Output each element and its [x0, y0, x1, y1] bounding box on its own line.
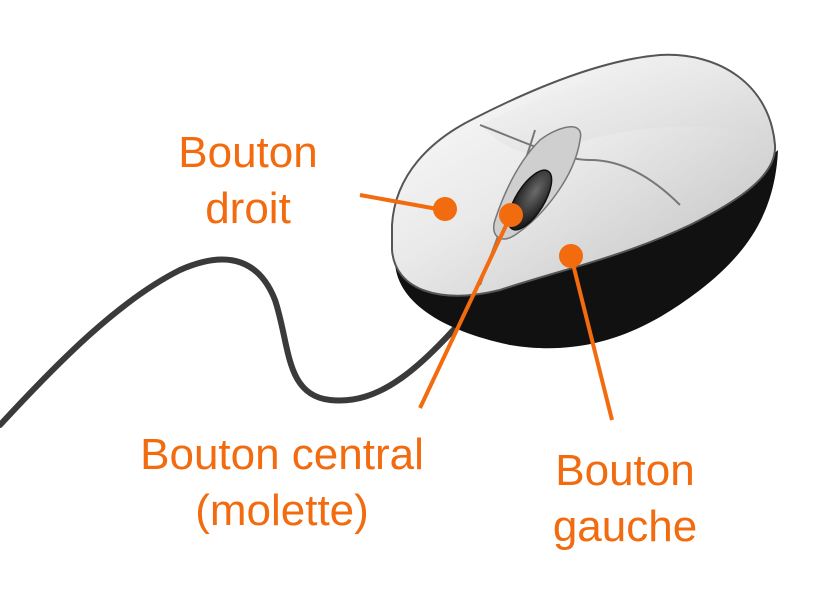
callout-line-center-button: [418, 214, 513, 409]
callout-dot-center-button: [499, 203, 523, 227]
label-center-button-line2: (molette): [195, 486, 369, 535]
label-center-button: Bouton central (molette): [112, 427, 452, 539]
label-left-button-line1: Bouton: [555, 446, 695, 495]
label-left-button-line2: gauche: [552, 502, 698, 551]
callout-line-left-button: [569, 255, 614, 421]
label-left-button: Bouton gauche: [520, 443, 730, 555]
label-right-button-line2: droit: [205, 184, 291, 233]
mouse-cable: [0, 256, 483, 428]
button-division: [479, 124, 681, 206]
callout-dot-right-button: [433, 197, 457, 221]
callout-line-right-button: [359, 193, 444, 212]
label-right-button-line1: Bouton: [178, 128, 318, 177]
mouse-top-highlight: [480, 68, 760, 154]
label-center-button-line1: Bouton central: [140, 430, 424, 479]
callout-dot-left-button: [559, 244, 583, 268]
label-right-button: Bouton droit: [148, 125, 348, 237]
